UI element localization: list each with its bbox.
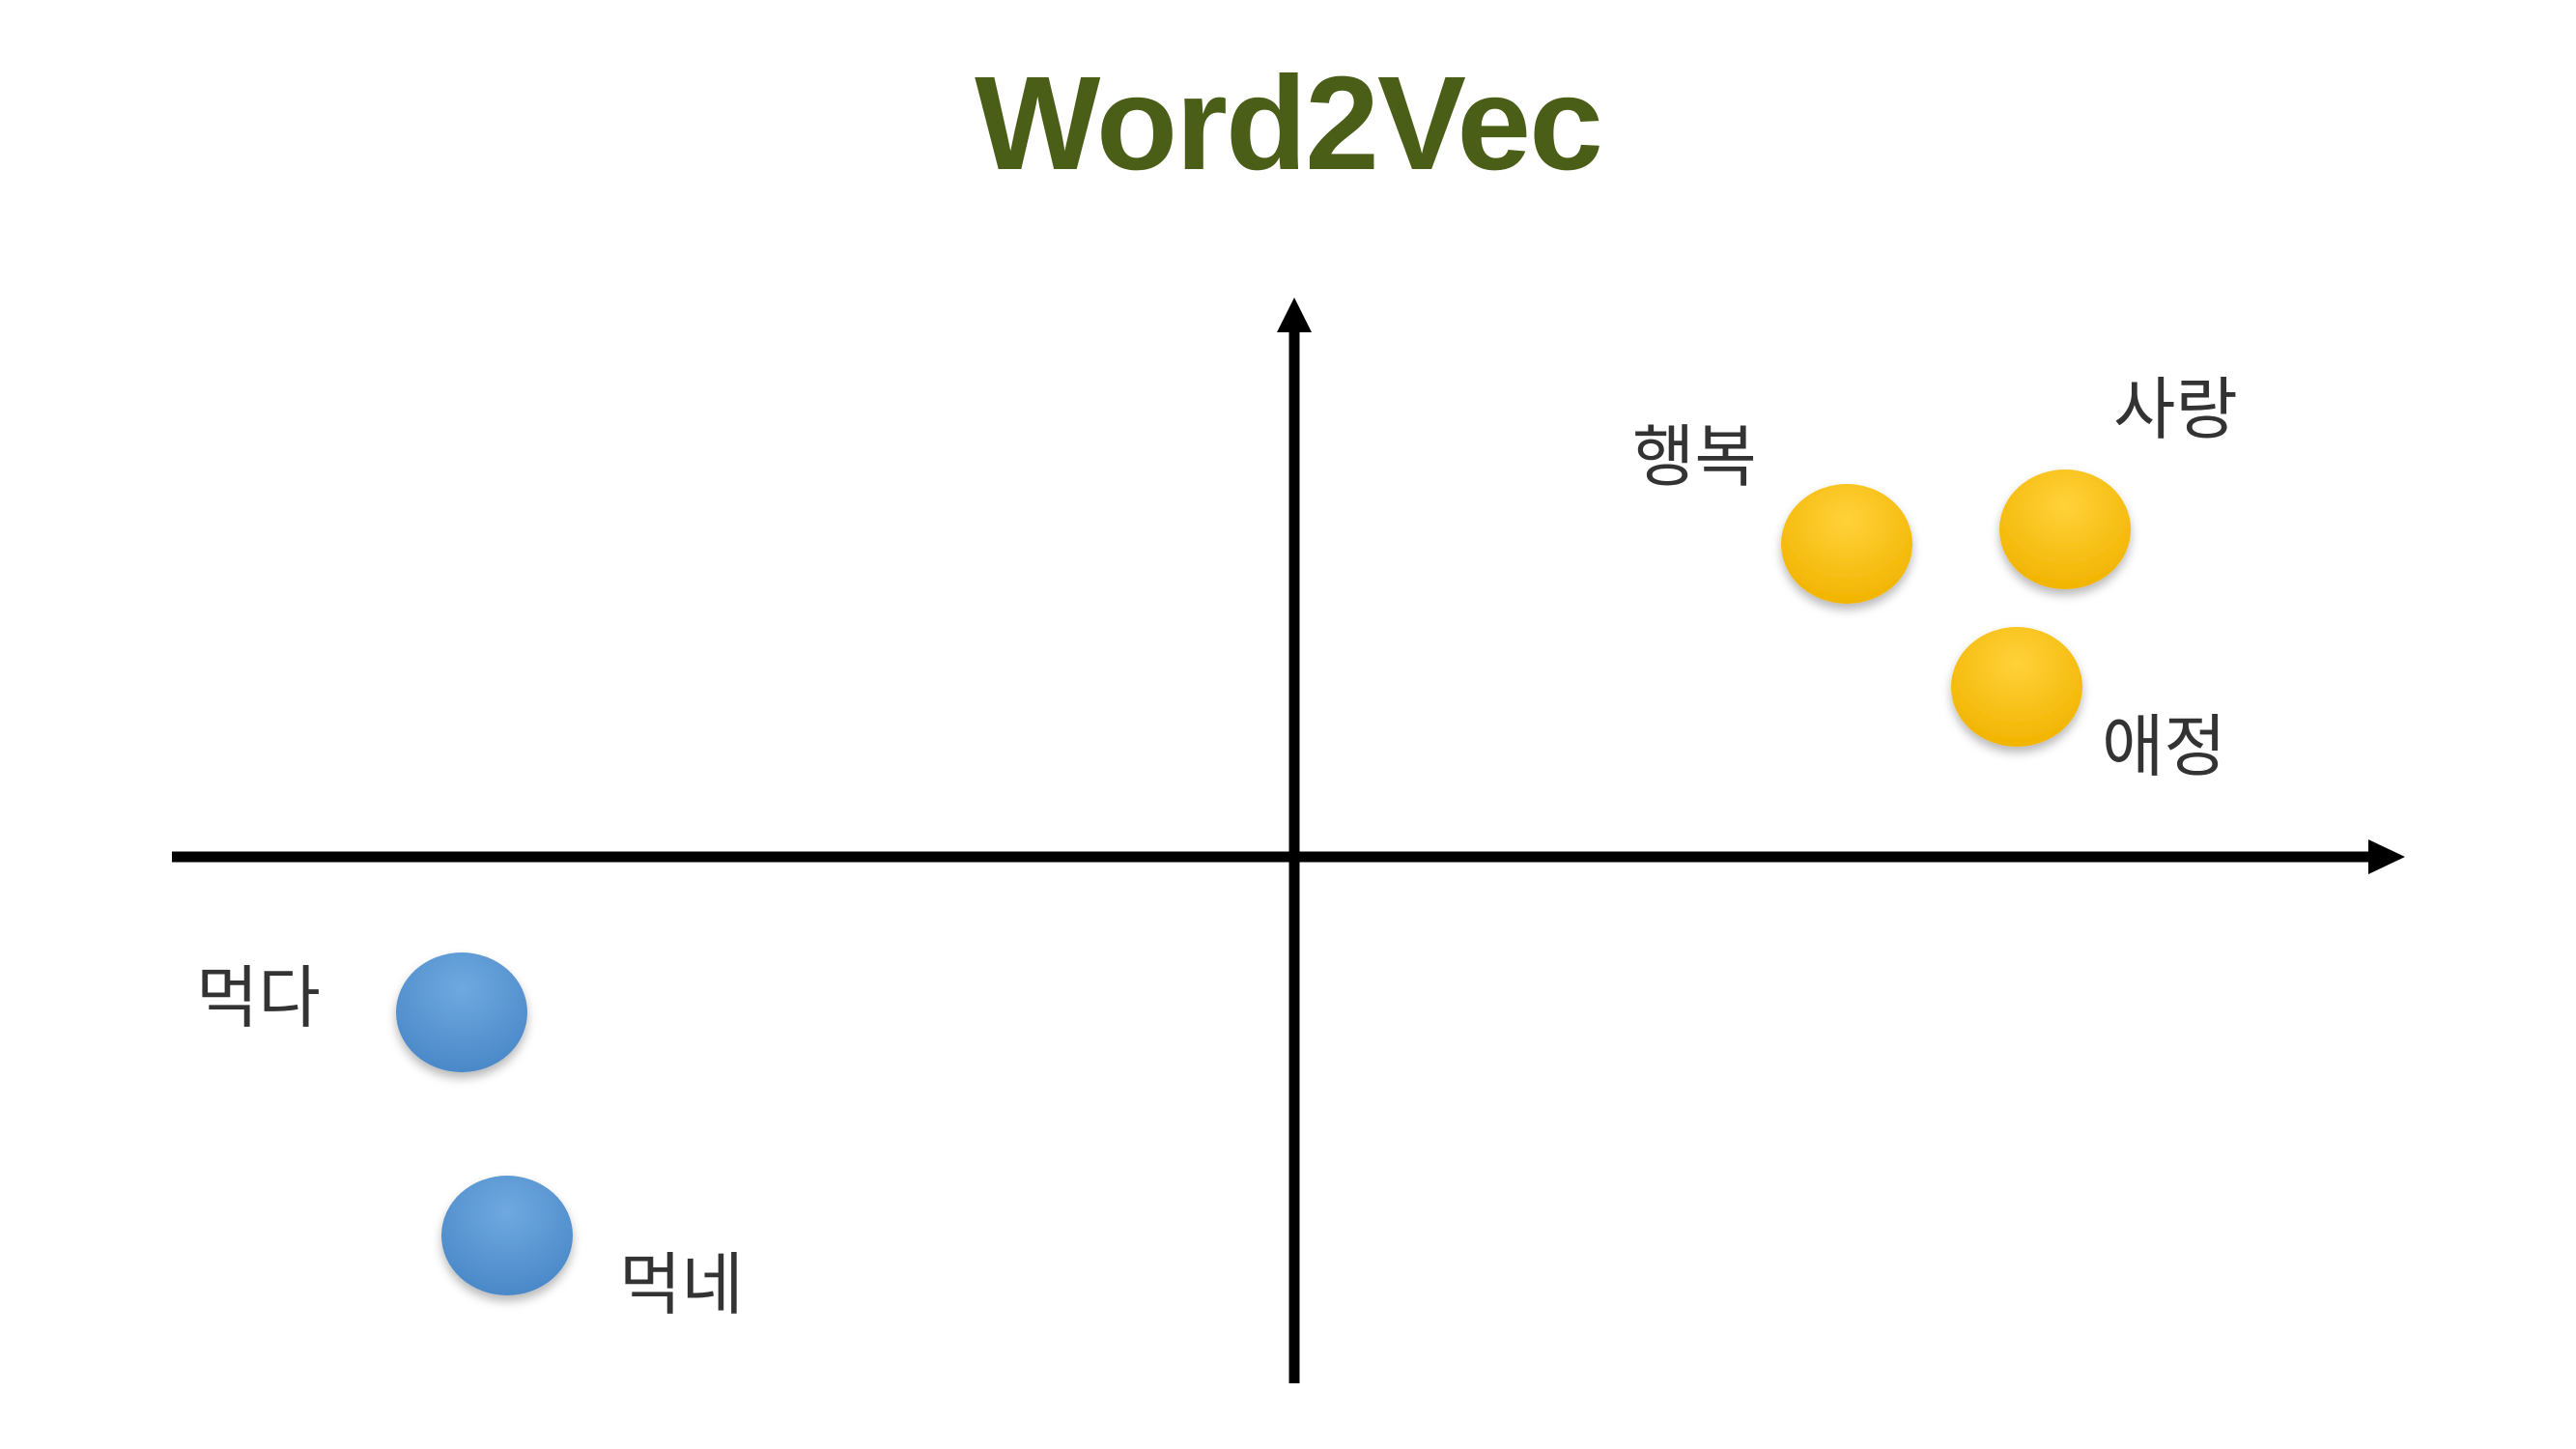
word-dot (441, 1176, 573, 1295)
word-dot (1999, 469, 2131, 589)
word-dot (1781, 484, 1912, 604)
word-point-sarang: 사랑 (1999, 370, 2238, 589)
axes (172, 298, 2405, 1383)
x-axis-arrowhead (2368, 839, 2405, 874)
word-point-aejeong: 애정 (1951, 627, 2226, 786)
word-point-meokda: 먹다 (196, 952, 527, 1072)
y-axis-arrowhead (1277, 298, 1312, 332)
word-point-meokne: 먹네 (441, 1176, 744, 1324)
word-label: 먹네 (619, 1245, 744, 1324)
word-label: 사랑 (2113, 370, 2238, 449)
word-label: 행복 (1632, 417, 1757, 497)
word-label: 먹다 (196, 958, 321, 1037)
word-dot (396, 952, 527, 1072)
word-point-haengbok: 행복 (1632, 417, 1912, 604)
word-label: 애정 (2102, 707, 2226, 786)
word-dot (1951, 627, 2082, 747)
page-title: Word2Vec (975, 49, 1603, 198)
